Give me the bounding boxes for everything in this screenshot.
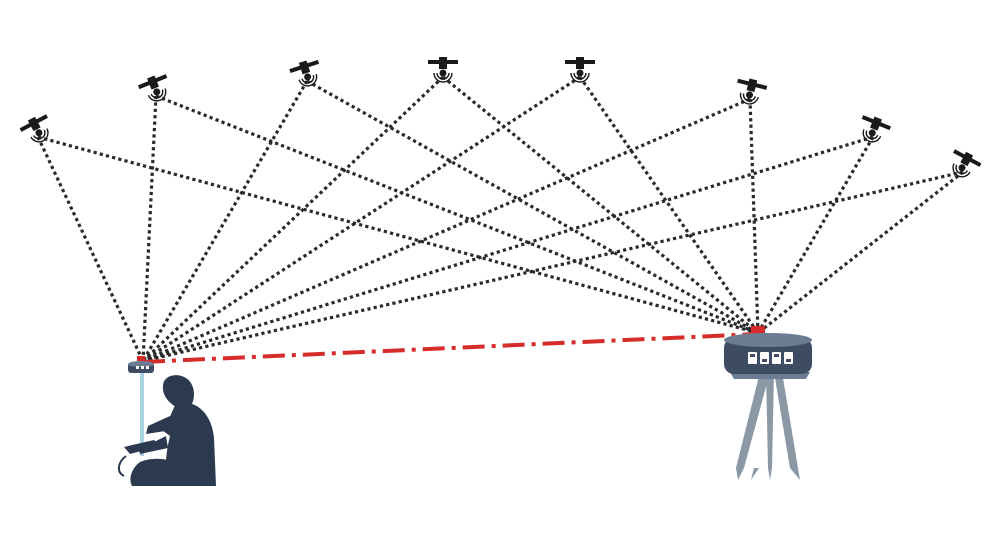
satellites <box>19 57 982 178</box>
signal-line-sat-4-to-base <box>441 75 760 335</box>
signal-line-sat-7-to-base <box>756 136 875 334</box>
signal-line-sat-7-to-rover <box>142 135 874 363</box>
tripod-icon <box>730 372 810 480</box>
satellite-icon <box>19 114 49 143</box>
satellite-icon <box>861 115 892 143</box>
satellite-icon <box>952 149 982 178</box>
signal-line-sat-6-to-base <box>748 98 760 334</box>
signal-line-sat-5-to-rover <box>142 75 581 363</box>
satellite-icon <box>289 59 320 87</box>
signal-line-sat-2-to-rover <box>141 95 158 362</box>
base-station-receiver-icon <box>724 326 812 374</box>
satellite-icon <box>737 78 768 105</box>
signal-line-sat-4-to-rover <box>141 75 445 363</box>
signal-line-sat-3-to-base <box>306 79 759 335</box>
rover <box>118 356 216 486</box>
surveyor-figure-icon <box>118 375 216 486</box>
signal-line-sat-1-to-rover <box>36 136 145 362</box>
signal-line-sat-1-to-base <box>37 135 759 335</box>
rtk-baseline <box>142 332 759 364</box>
signal-line-sat-8-to-rover <box>142 170 964 363</box>
survey-pole <box>140 370 144 456</box>
satellite-icon <box>428 57 458 83</box>
rover-receiver-icon <box>128 356 154 373</box>
satellite-icon <box>565 57 595 83</box>
signal-line-sat-3-to-rover <box>141 80 309 362</box>
base-station <box>724 326 812 480</box>
signal-line-sat-5-to-base <box>578 76 760 334</box>
signal-line-sat-2-to-base <box>155 94 759 335</box>
signal-line-sat-6-to-rover <box>142 97 751 363</box>
signal-lines <box>36 75 964 363</box>
satellite-icon <box>137 74 168 102</box>
signal-line-sat-8-to-base <box>757 170 964 335</box>
